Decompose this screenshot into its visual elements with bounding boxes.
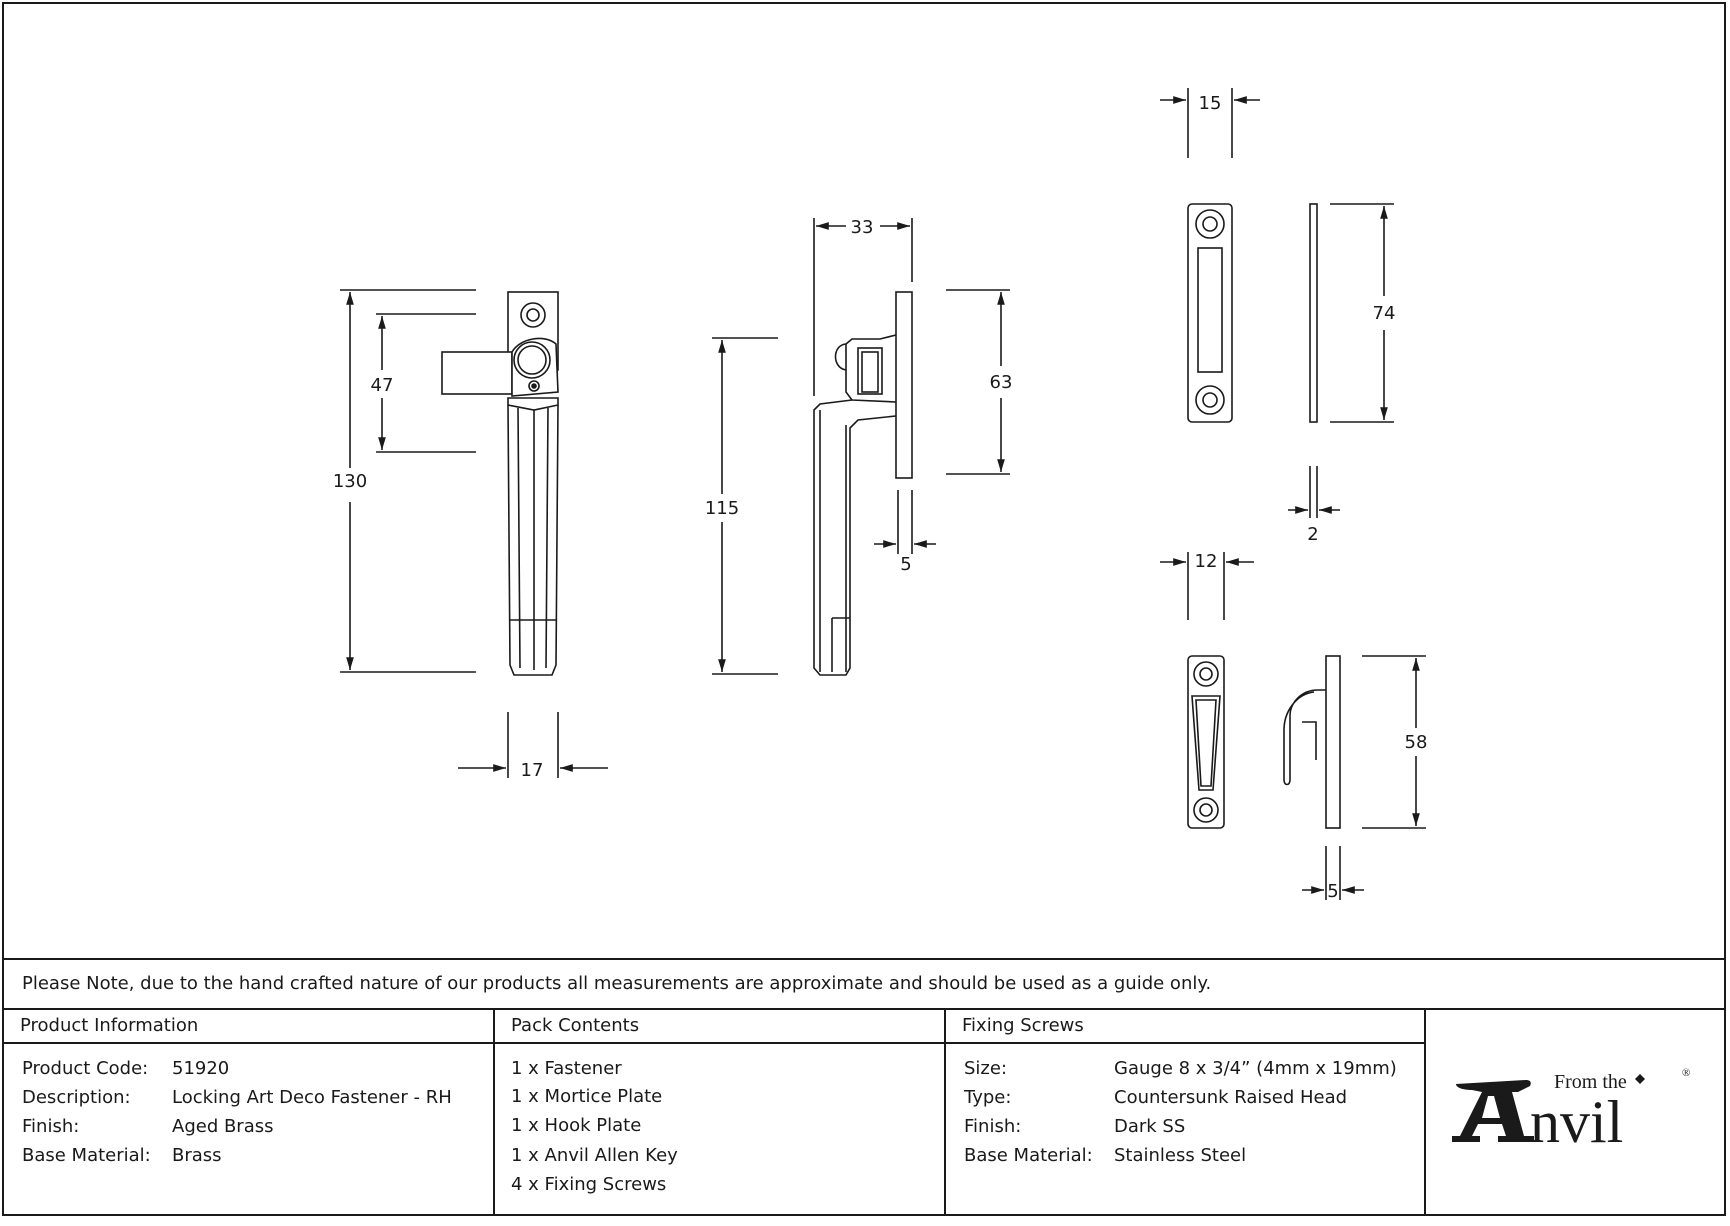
pack-item: 1 x Hook Plate — [511, 1115, 642, 1136]
pack-item: 1 x Fastener — [511, 1058, 622, 1079]
logo-registered-mark: ® — [1682, 1067, 1690, 1079]
screw-finish-label: Finish: — [964, 1116, 1022, 1137]
product-information-header: Product Information — [4, 1008, 493, 1044]
mortice-plate-side — [1309, 203, 1318, 423]
product-information-body: Product Code: 51920 Description: Locking… — [4, 1044, 493, 1216]
base-material-label: Base Material: — [22, 1145, 151, 1166]
base-material-value: Brass — [172, 1145, 222, 1166]
pack-contents-heading: Pack Contents — [511, 1015, 640, 1036]
dimension-33 — [813, 218, 913, 396]
dimension-label-74: 74 — [1373, 303, 1396, 324]
dimension-label-47: 47 — [371, 375, 394, 396]
screw-base-material-label: Base Material: — [964, 1145, 1093, 1166]
screw-base-material-value: Stainless Steel — [1114, 1145, 1247, 1166]
dimension-115 — [712, 337, 778, 675]
dimension-12 — [1160, 552, 1254, 620]
description-value: Locking Art Deco Fastener - RH — [172, 1087, 452, 1108]
dimension-label-12: 12 — [1195, 551, 1218, 572]
dimension-5-side — [874, 490, 936, 554]
description-label: Description: — [22, 1087, 131, 1108]
hook-plate — [1187, 655, 1225, 829]
screw-type-value: Countersunk Raised Head — [1114, 1087, 1348, 1108]
dimension-63 — [946, 289, 1010, 475]
dimension-label-5-side: 5 — [900, 554, 911, 575]
screw-size-value: Gauge 8 x 3/4” (4mm x 19mm) — [1114, 1058, 1397, 1079]
dimension-15 — [1160, 88, 1260, 158]
anvil-icon — [1452, 1080, 1534, 1142]
anvil-logo-mark: From the ® nvil — [1452, 1067, 1690, 1155]
dimension-label-58: 58 — [1405, 732, 1428, 753]
dimension-label-115: 115 — [705, 498, 739, 519]
pack-item: 4 x Fixing Screws — [511, 1174, 667, 1195]
fastener-front-view — [441, 291, 559, 676]
technical-drawing: 130 47 17 33 63 115 5 15 74 2 12 58 5 — [333, 88, 1428, 902]
screw-type-label: Type: — [964, 1087, 1012, 1108]
finish-value: Aged Brass — [172, 1116, 274, 1137]
dimension-17 — [458, 712, 608, 778]
anvil-logo: From the ® nvil — [1426, 1008, 1726, 1216]
fixing-screws-heading: Fixing Screws — [962, 1015, 1084, 1036]
pack-contents-body: 1 x Fastener 1 x Mortice Plate 1 x Hook … — [495, 1044, 944, 1216]
dimension-74 — [1330, 203, 1394, 423]
dimension-label-15: 15 — [1199, 93, 1222, 114]
product-info-table: Product Information Product Code: 51920 … — [4, 1008, 1426, 1216]
screw-size-label: Size: — [964, 1058, 1008, 1079]
fixing-screws-column: Fixing Screws Size: Gauge 8 x 3/4” (4mm … — [946, 1008, 1426, 1216]
fixing-screws-header: Fixing Screws — [946, 1008, 1424, 1044]
logo-brand-text: nvil — [1530, 1089, 1623, 1155]
pack-contents-header: Pack Contents — [495, 1008, 944, 1044]
dimension-label-63: 63 — [990, 372, 1013, 393]
pack-contents-column: Pack Contents 1 x Fastener 1 x Mortice P… — [495, 1008, 946, 1216]
measurement-note: Please Note, due to the hand crafted nat… — [22, 973, 1212, 994]
fixing-screws-body: Size: Gauge 8 x 3/4” (4mm x 19mm) Type: … — [946, 1044, 1424, 1216]
screw-finish-value: Dark SS — [1114, 1116, 1186, 1137]
dimension-5-hook — [1302, 846, 1364, 900]
fastener-side-view — [813, 291, 913, 676]
product-code-label: Product Code: — [22, 1058, 149, 1079]
hook-plate-side — [1283, 655, 1341, 829]
logo-from-the: From the — [1554, 1071, 1627, 1093]
dimension-label-33: 33 — [851, 217, 874, 238]
pack-item: 1 x Anvil Allen Key — [511, 1145, 678, 1166]
product-information-heading: Product Information — [20, 1015, 199, 1036]
dimension-2 — [1288, 466, 1340, 518]
dimension-label-17: 17 — [521, 760, 544, 781]
dimension-47 — [376, 313, 476, 453]
product-code-value: 51920 — [172, 1058, 230, 1079]
dimension-130 — [340, 289, 476, 673]
pack-item: 1 x Mortice Plate — [511, 1086, 663, 1107]
dimension-label-5-hook: 5 — [1327, 881, 1338, 902]
dimension-58 — [1362, 655, 1426, 829]
measurement-note-row: Please Note, due to the hand crafted nat… — [4, 958, 1726, 1010]
dimension-label-130: 130 — [333, 471, 367, 492]
product-information-column: Product Information Product Code: 51920 … — [4, 1008, 495, 1216]
finish-label: Finish: — [22, 1116, 80, 1137]
dimension-label-2: 2 — [1307, 524, 1318, 545]
mortice-plate — [1187, 203, 1233, 423]
